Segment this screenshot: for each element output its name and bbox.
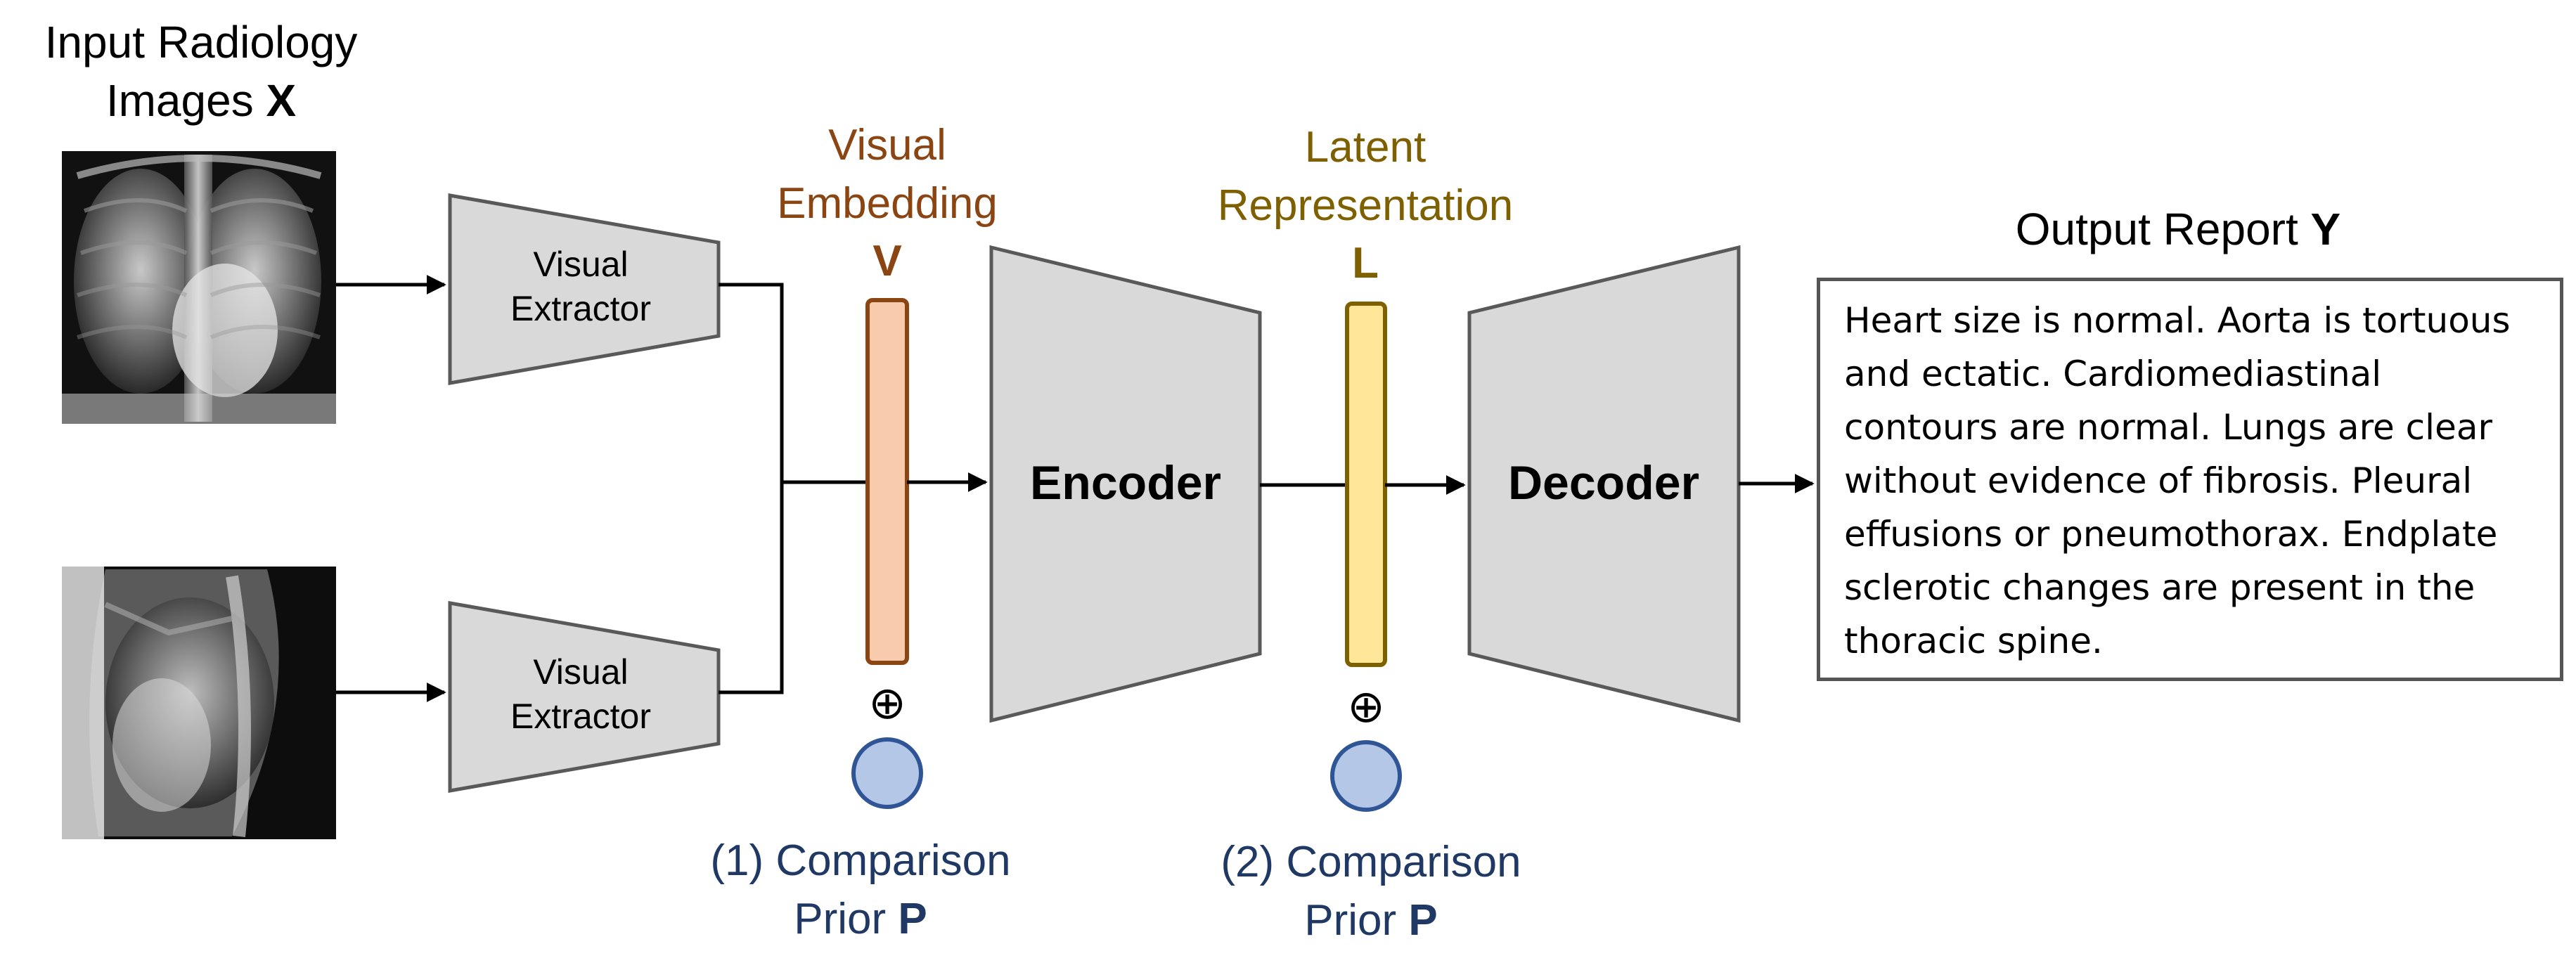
prior-2-label-line1: (2) Comparison [1221,838,1521,886]
visual-extractor-2-line1: Visual [533,652,628,692]
visual-extractor-1: Visual Extractor [448,193,721,385]
frontal-xray-image [62,151,336,424]
merge-connector [719,283,784,694]
prior-1-label-line1: (1) Comparison [710,836,1010,885]
prior-2: ⊕ (2) Comparison Prior P [1221,681,1521,945]
report-line: and ectatic. Cardiomediastinal [1844,354,2382,394]
decoder-label: Decoder [1508,456,1699,510]
visual-extractor-2-line2: Extractor [510,697,651,736]
prior-1-circle [851,737,923,809]
visual-embedding-symbol: V [872,237,901,285]
latent-label-line1: Latent [1305,123,1426,172]
report-line: sclerotic changes are present in the [1844,567,2475,608]
output-report-box: Heart size is normal. Aorta is tortuous … [1817,278,2563,681]
visual-extractor-1-line2: Extractor [510,289,651,328]
report-line: without evidence of fibrosis. Pleural [1844,460,2473,501]
output-title: Output Report Y [2016,204,2340,254]
report-line: effusions or pneumothorax. Endplate [1844,514,2498,555]
report-line: thoracic spine. [1844,621,2103,661]
prior-2-label-line2: Prior P [1304,896,1438,945]
visual-extractor-1-line1: Visual [533,245,628,284]
report-line: contours are normal. Lungs are clear [1844,407,2493,448]
latent-label-line2: Representation [1218,181,1514,230]
prior-1-oplus: ⊕ [868,678,906,728]
inputs-title-line2: Images X [106,75,297,126]
decoder-block: Decoder [1467,245,1741,723]
report-line: Heart size is normal. Aorta is tortuous [1844,300,2511,341]
inputs-title-line1: Input Radiology [45,17,358,67]
latent-symbol: L [1352,239,1379,287]
lateral-xray-image [62,567,336,839]
visual-extractor-2: Visual Extractor [448,601,721,793]
prior-1: ⊕ (1) Comparison Prior P [710,678,1010,943]
prior-1-label-line2: Prior P [794,895,927,943]
visual-embedding-label-line1: Visual [828,121,946,169]
visual-embedding-bar [865,298,909,665]
visual-embedding-label-line2: Embedding [777,179,998,228]
prior-2-circle [1330,740,1402,812]
latent-bar [1345,302,1387,667]
encoder-label: Encoder [1030,456,1221,510]
encoder-block: Encoder [989,245,1262,723]
prior-2-oplus: ⊕ [1347,681,1385,732]
